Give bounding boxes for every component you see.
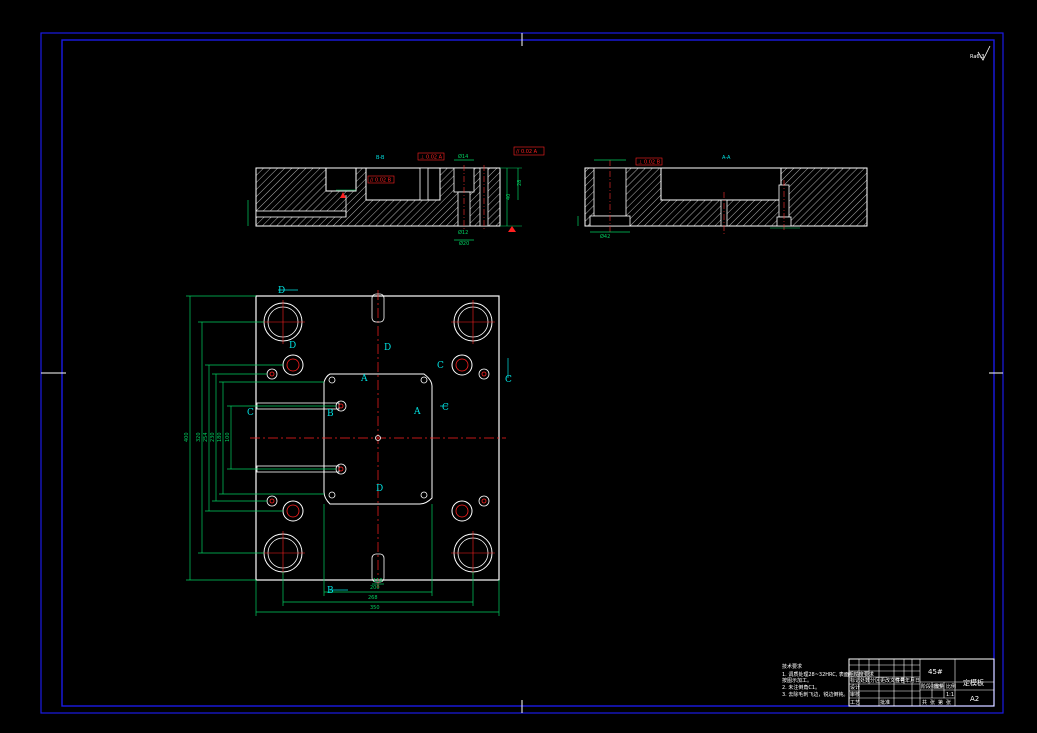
marker-d-bottom: D <box>376 484 383 494</box>
dim-sec-h1: 40 <box>506 194 512 200</box>
section-label-right: A-A <box>722 155 731 161</box>
marker-b-bottom: B <box>327 586 334 596</box>
dim-overall-width: 350 <box>370 605 380 611</box>
tolerance-3: // 0.02 A <box>516 149 538 155</box>
notes-line-1: 1. 调质处理28~32HRC, 表面粗糙度要求 <box>782 671 874 678</box>
plan-view: 400 320 254 230 180 100 350 268 200 110 … <box>184 286 512 616</box>
surface-roughness-symbol: Ra6.3 <box>970 45 991 61</box>
sprue-hole <box>375 435 381 441</box>
dim-inner-width: 268 <box>368 595 378 601</box>
dim-v1: 320 <box>196 432 202 442</box>
notes-line-4: 3. 去除毛刺飞边，锐边倒钝。 <box>782 691 848 698</box>
view-markers: D D D D C C C C A A B B <box>247 286 512 596</box>
surface-roughness-text: Ra6.3 <box>970 54 984 60</box>
dim-sec-d1: Ø20 <box>459 240 469 247</box>
dim-bottom-width: 200 <box>370 585 380 591</box>
marker-c-left: C <box>247 408 254 418</box>
marker-c-right-top: C <box>437 361 444 371</box>
dim-v2: 254 <box>203 432 209 442</box>
tolerance-4: ⊥ 0.02 B <box>638 160 661 166</box>
row-sign: 签名 <box>895 677 905 684</box>
notes-line-2: 按图示加工。 <box>782 677 812 684</box>
dim-sec-d2: Ø14 <box>458 153 468 160</box>
marker-d-low: D <box>384 343 391 353</box>
dim-overall-height: 400 <box>184 432 190 442</box>
meta-scale: 比例 <box>946 683 956 690</box>
section-right-cavity <box>660 167 782 201</box>
sheet-no-label: 第 <box>938 699 943 706</box>
tolerance-2: // 0.02 B <box>370 178 392 184</box>
marker-a-left: A <box>360 374 368 384</box>
dim-sec-h2: 28 <box>517 180 523 186</box>
plan-dimensions-left <box>186 295 336 581</box>
section-right-bore-3 <box>778 184 790 218</box>
dim-v4: 180 <box>217 432 223 442</box>
role-design: 设计 <box>850 684 860 691</box>
section-label-left: B-B <box>376 155 385 161</box>
marker-d-top: D <box>278 286 285 296</box>
role-process: 工艺 <box>850 700 860 706</box>
material: 45# <box>928 668 943 676</box>
dim-v5: 100 <box>225 432 231 442</box>
row-date: 年月日 <box>905 677 920 684</box>
technical-notes: 技术要求 1. 调质处理28~32HRC, 表面粗糙度要求 按图示加工。 2. … <box>782 663 874 698</box>
marker-c-right-edge: C <box>505 375 512 385</box>
section-view-right: A-A Ø42 ⊥ 0.02 B <box>577 155 868 240</box>
return-pin-hole-tl <box>282 354 304 376</box>
title-block <box>848 658 995 707</box>
row-change-doc: 更改文件号 <box>880 677 905 684</box>
part-name: 定模板 <box>963 678 984 687</box>
drawing-number: A2 <box>970 695 979 703</box>
dim-v3: 230 <box>210 432 216 442</box>
dim-small-center: 110 <box>373 578 383 584</box>
meta-stage: 阶段标记 <box>921 683 941 690</box>
sheet-no-unit: 张 <box>946 699 951 706</box>
cavity-pocket <box>323 373 433 505</box>
role-approve: 批准 <box>880 699 890 706</box>
plan-dimensions-bottom <box>255 504 500 616</box>
marker-a-mid: A <box>413 407 421 417</box>
title-block-text: 45# 定模板 A2 1:1 阶段标记 重量 比例 共 张 第 张 标记 处数 … <box>850 668 984 706</box>
marker-d-mid: D <box>289 341 296 351</box>
guide-hole-br <box>451 531 495 575</box>
section-view-left: B-B 40 28 Ø20 Ø14 Ø12 ⊥ 0.02 A // 0.0 <box>247 146 545 247</box>
row-mark: 标记 <box>850 677 860 684</box>
return-pin-hole-br <box>451 500 473 522</box>
guide-hole-tr <box>451 300 495 344</box>
sheet-total-unit: 张 <box>930 699 935 706</box>
section-left-pocket <box>325 167 357 192</box>
meta-weight: 重量 <box>934 683 944 690</box>
return-pin-hole-bl <box>282 500 304 522</box>
section-left-bore-1 <box>419 167 429 201</box>
dim-sec-d3: Ø12 <box>458 229 468 236</box>
notes-line-3: 2. 未注倒角C1。 <box>782 684 820 691</box>
marker-c-mid: C <box>442 403 449 413</box>
scale-value: 1:1 <box>946 692 954 698</box>
section-left-runner <box>255 210 347 218</box>
row-count: 处数 <box>860 677 870 684</box>
drawing-frame <box>40 32 1004 714</box>
guide-hole-bl <box>261 531 305 575</box>
slot-bottom <box>371 553 385 583</box>
outer-frame <box>40 32 1004 714</box>
row-zone: 分区 <box>870 677 880 684</box>
marker-b-left: B <box>327 409 334 419</box>
role-review: 审核 <box>850 691 860 698</box>
sheet-total-label: 共 <box>922 699 927 706</box>
notes-heading: 技术要求 <box>782 663 802 670</box>
slot-top <box>371 293 385 323</box>
return-pin-hole-tr <box>451 354 473 376</box>
guide-hole-tl <box>261 300 305 344</box>
section-left-cavity <box>365 167 441 201</box>
dim-sec-d4: Ø42 <box>600 233 610 240</box>
tolerance-1: ⊥ 0.02 A <box>420 155 443 161</box>
